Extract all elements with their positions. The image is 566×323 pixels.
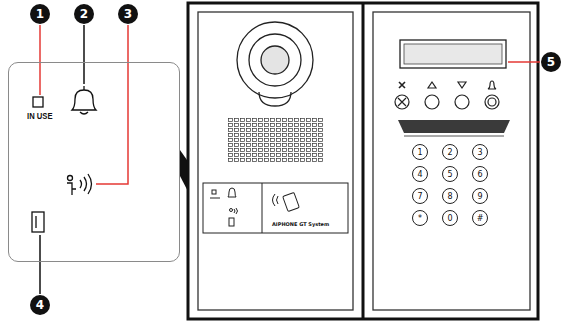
keypad-key: 8 (442, 188, 458, 204)
keypad-key: 7 (412, 188, 428, 204)
number-text: 7 (417, 192, 422, 201)
number-text: 6 (477, 170, 482, 179)
module-divider (362, 3, 365, 319)
keypad-key: 6 (472, 166, 488, 182)
number-text: 8 (447, 192, 452, 201)
inset-icons (32, 86, 96, 232)
number-text: 2 (80, 7, 88, 21)
keypad-key: # (472, 210, 488, 226)
callout-number: 1 (30, 4, 50, 24)
number-text: 4 (417, 170, 422, 179)
callout-number: 4 (30, 295, 50, 315)
number-text: 5 (447, 170, 452, 179)
number-text: 3 (477, 148, 482, 157)
keypad-key: 5 (442, 166, 458, 182)
number-text: 5 (547, 55, 555, 69)
callout-number: 5 (541, 52, 561, 72)
callout-number: 3 (118, 4, 138, 24)
legend-inset: IN USE (8, 62, 180, 262)
card-slot (398, 120, 510, 136)
number-text: 1 (417, 148, 422, 157)
keypad-key: 1 (412, 144, 428, 160)
keypad-key: * (412, 210, 428, 226)
inset-panel (8, 62, 180, 262)
speaker-grille (228, 118, 324, 162)
number-text: 1 (36, 7, 44, 21)
number-text: * (418, 214, 422, 223)
number-text: 0 (447, 214, 452, 223)
housing (188, 3, 538, 319)
function-buttons (395, 81, 499, 109)
number-text: 9 (477, 192, 482, 201)
callout-number: 2 (74, 4, 94, 24)
keypad-key: 2 (442, 144, 458, 160)
label-plate (203, 183, 348, 233)
number-text: 3 (124, 7, 132, 21)
brand-label: AIPHONE GT System (272, 221, 329, 227)
camera (237, 22, 313, 106)
indicator-label: IN USE (27, 111, 53, 121)
keypad-key: 9 (472, 188, 488, 204)
number-text: # (477, 214, 484, 223)
lcd-display (400, 40, 506, 68)
keypad-module (373, 12, 530, 310)
leader-lines (40, 25, 540, 294)
keypad-key: 4 (412, 166, 428, 182)
camera-module (198, 12, 353, 310)
keypad-key: 0 (442, 210, 458, 226)
number-text: 4 (36, 298, 44, 312)
keypad-key: 3 (472, 144, 488, 160)
number-text: 2 (447, 148, 452, 157)
